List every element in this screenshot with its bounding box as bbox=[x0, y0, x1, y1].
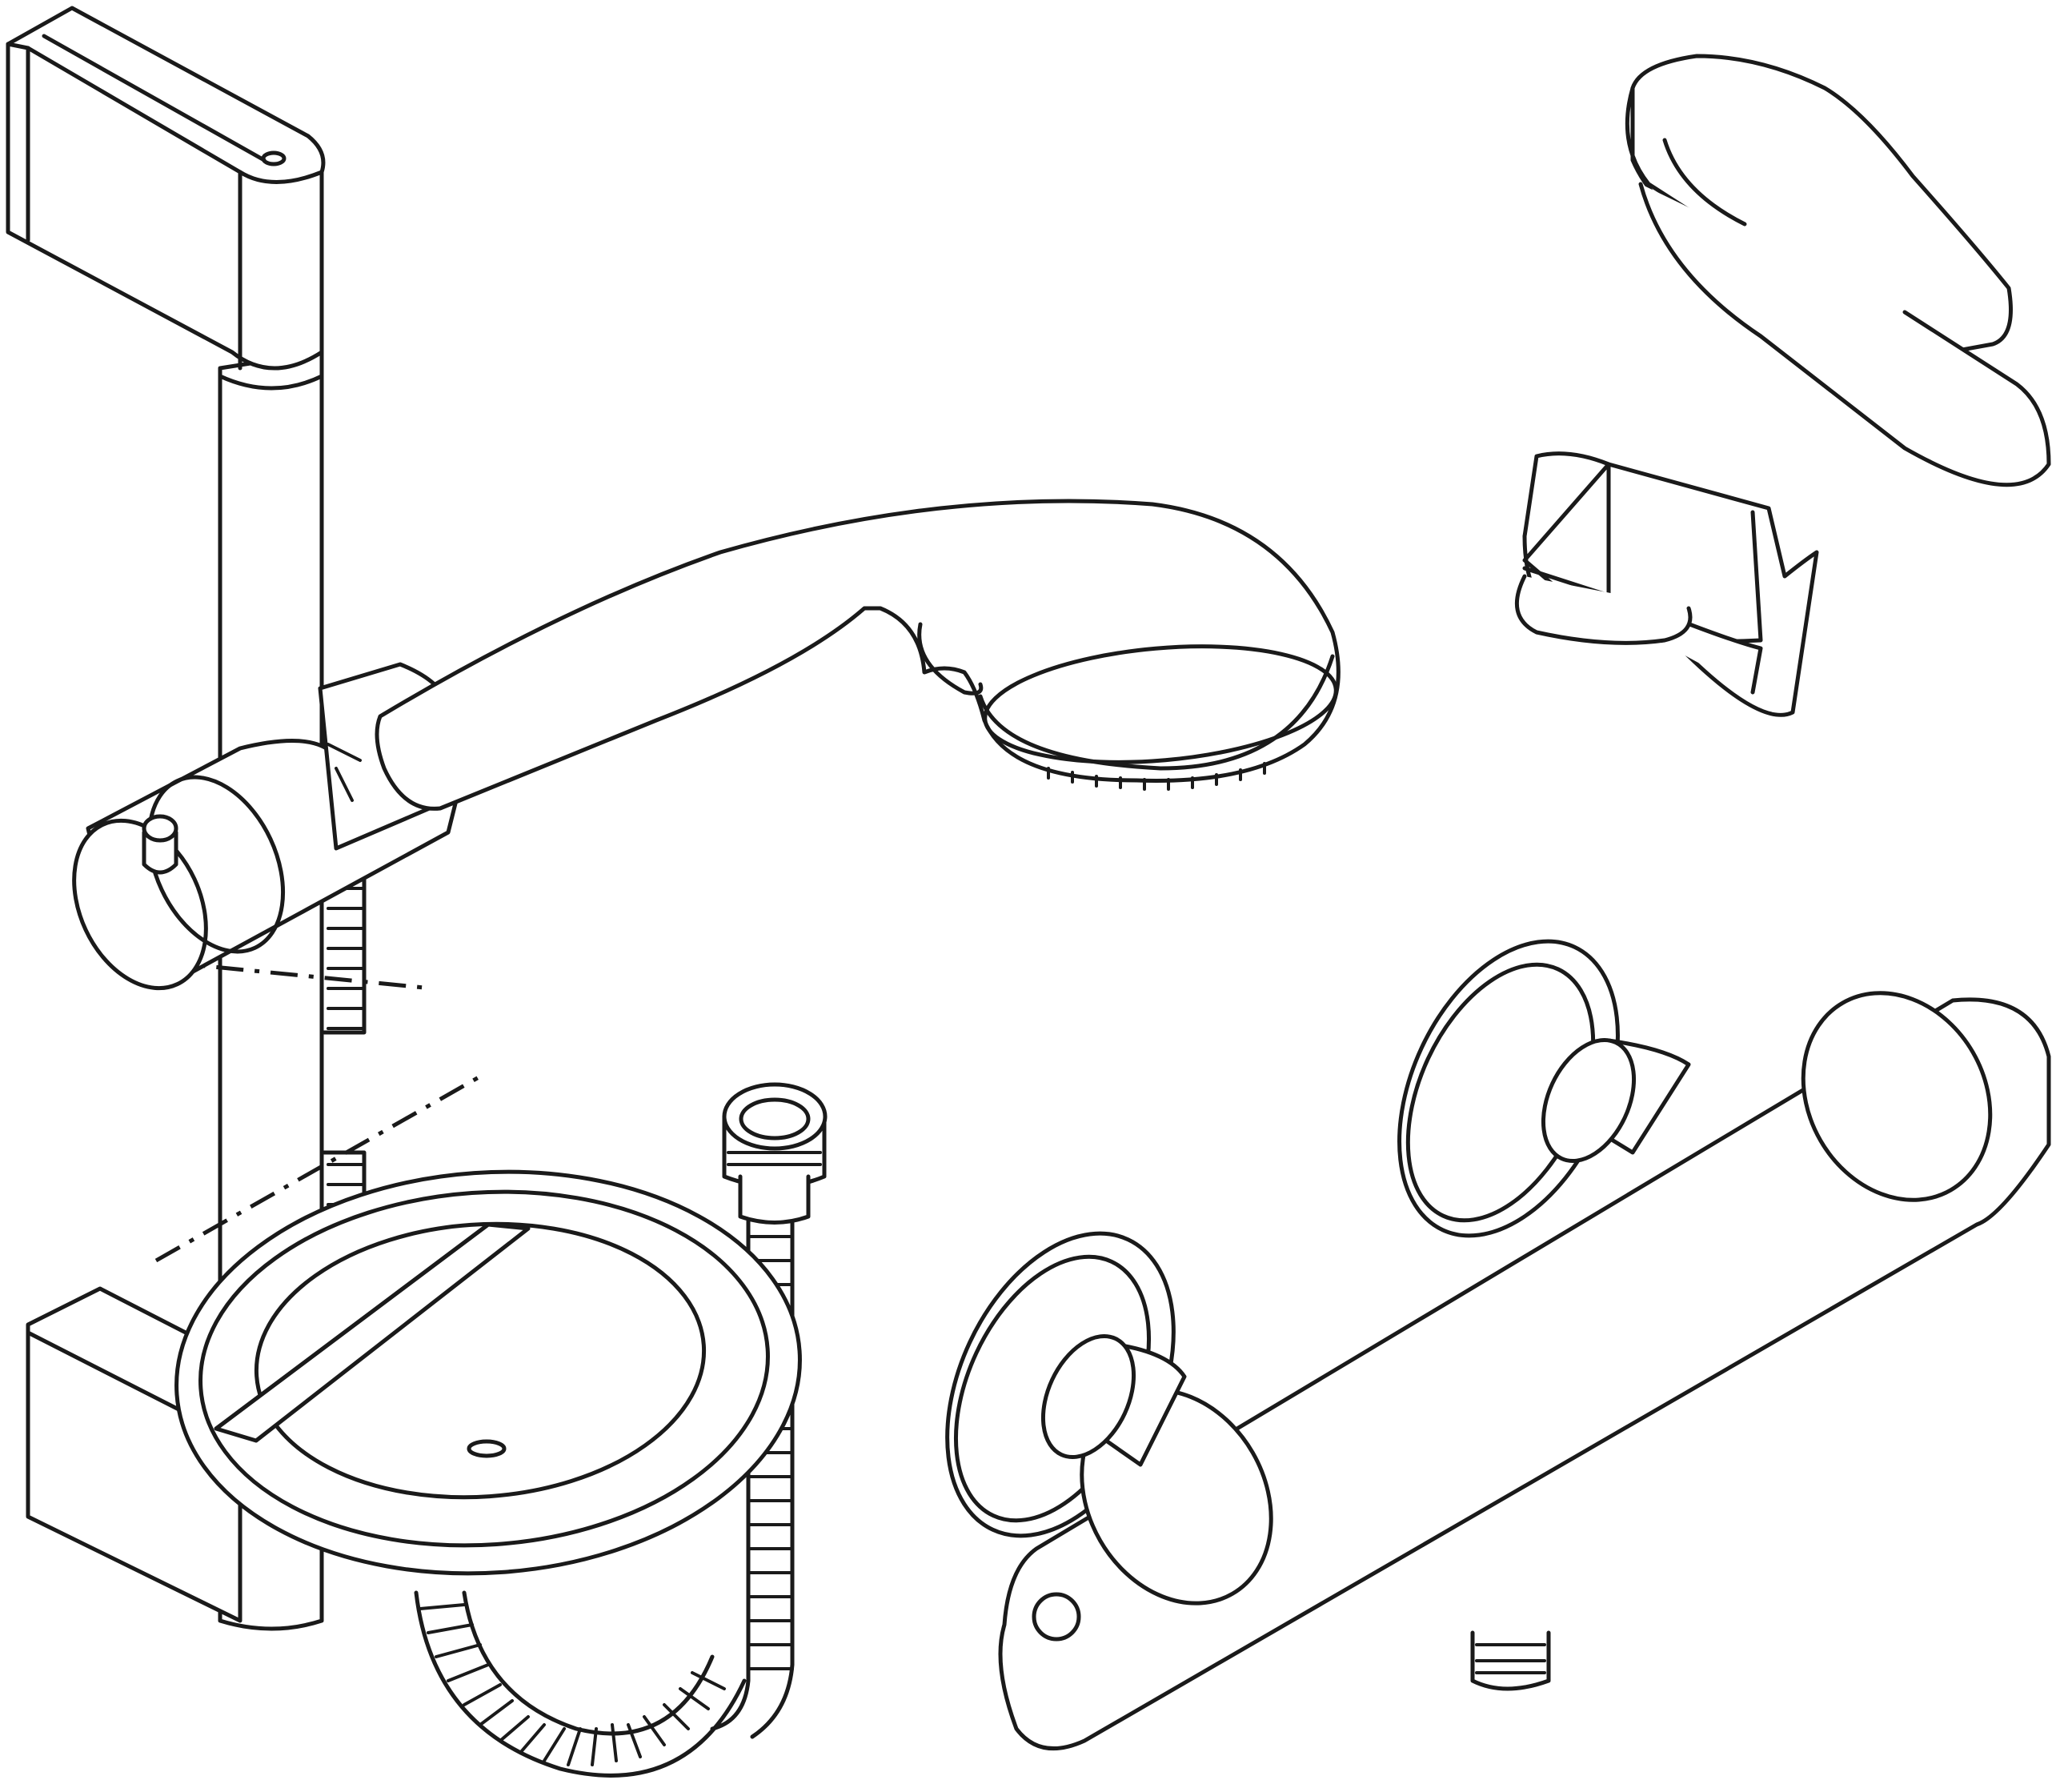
soap-dish bbox=[174, 1169, 802, 1576]
hose-nut bbox=[722, 1082, 828, 1225]
hand-shower bbox=[375, 499, 1341, 811]
basin-mixer bbox=[1514, 54, 2051, 717]
thermostatic-shower-mixer bbox=[945, 939, 2051, 1751]
shower-rail-top-bracket bbox=[6, 6, 326, 371]
